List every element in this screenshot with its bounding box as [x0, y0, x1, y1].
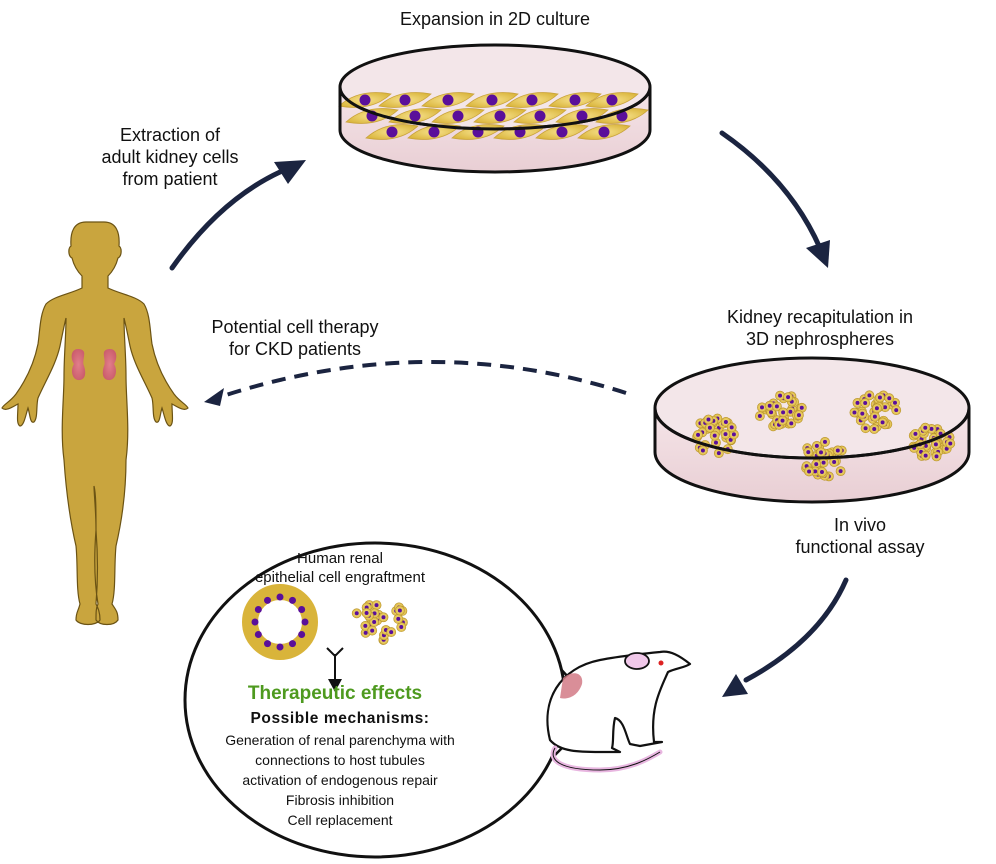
spindle-cell — [365, 124, 419, 140]
spindle-cell — [513, 108, 567, 124]
label-line: Extraction of — [119, 125, 221, 145]
label-line: Human renal — [297, 550, 383, 567]
petri-dish-3d — [653, 356, 971, 504]
spindle-cell — [378, 92, 432, 108]
label-line: functional assay — [795, 537, 925, 557]
arrow-extraction-to-expansion — [169, 160, 306, 271]
mechanism-item: connections to host tubules — [255, 752, 425, 768]
label-nephrospheres: Kidney recapitulation in 3D nephrosphere… — [700, 306, 940, 350]
label-therapy: Potential cell therapy for CKD patients — [180, 316, 410, 360]
petri-dish-2d — [338, 43, 652, 174]
spindle-cell — [431, 108, 485, 124]
label-line: Kidney recapitulation in — [726, 307, 914, 327]
zoom-circle — [183, 541, 567, 859]
label-line: epithelial cell engraftment — [254, 569, 426, 586]
label-extraction: Extraction of adult kidney cells from pa… — [70, 124, 270, 190]
spindle-cell — [585, 92, 639, 108]
mechanism-item: Fibrosis inhibition — [285, 792, 395, 808]
spindle-cell — [473, 108, 527, 124]
label-line: from patient — [122, 169, 218, 189]
label-in-vivo: In vivo functional assay — [770, 514, 950, 558]
kidneys-icon — [71, 349, 117, 381]
mechanisms-list: Generation of renal parenchyma with conn… — [190, 730, 490, 830]
spindle-cell — [535, 124, 589, 140]
label-line: Potential cell therapy — [211, 317, 379, 337]
spindle-cell — [421, 92, 475, 108]
mechanism-item: Generation of renal parenchyma with — [225, 732, 455, 748]
spindle-cell — [577, 124, 631, 140]
label-line: 3D nephrospheres — [745, 329, 895, 349]
mechanisms-title: Possible mechanisms: — [250, 710, 430, 727]
label-line: for CKD patients — [228, 339, 362, 359]
sphere-cluster — [754, 390, 807, 432]
mechanism-item: Cell replacement — [287, 812, 393, 828]
label-line: In vivo — [833, 515, 887, 535]
label-expansion: Expansion in 2D culture — [370, 8, 620, 30]
mouse-icon — [546, 650, 692, 773]
human-body-icon — [1, 221, 189, 626]
sphere-cluster — [692, 413, 739, 459]
nephrospheres — [692, 390, 956, 482]
arrow-nephrospheres-to-mouse — [722, 577, 849, 697]
therapeutic-effects-title: Therapeutic effects — [247, 683, 423, 704]
cell-cluster-icon — [351, 600, 408, 645]
sphere-cluster — [849, 390, 902, 434]
sphere-cluster — [351, 600, 408, 645]
spindle-cell — [548, 92, 602, 108]
label-line: adult kidney cells — [101, 147, 239, 167]
label-expansion-text: Expansion in 2D culture — [399, 9, 591, 29]
engraftment-title: Human renal epithelial cell engraftment — [230, 549, 450, 587]
spindle-cell — [505, 92, 559, 108]
mechanism-item: activation of endogenous repair — [242, 772, 438, 788]
arrow-expansion-to-nephrospheres — [719, 130, 830, 268]
spindle-cell — [465, 92, 519, 108]
dashed-arrow-therapy — [204, 360, 627, 406]
down-arrow-icon — [326, 647, 344, 692]
tubule-ring-icon — [242, 584, 318, 660]
